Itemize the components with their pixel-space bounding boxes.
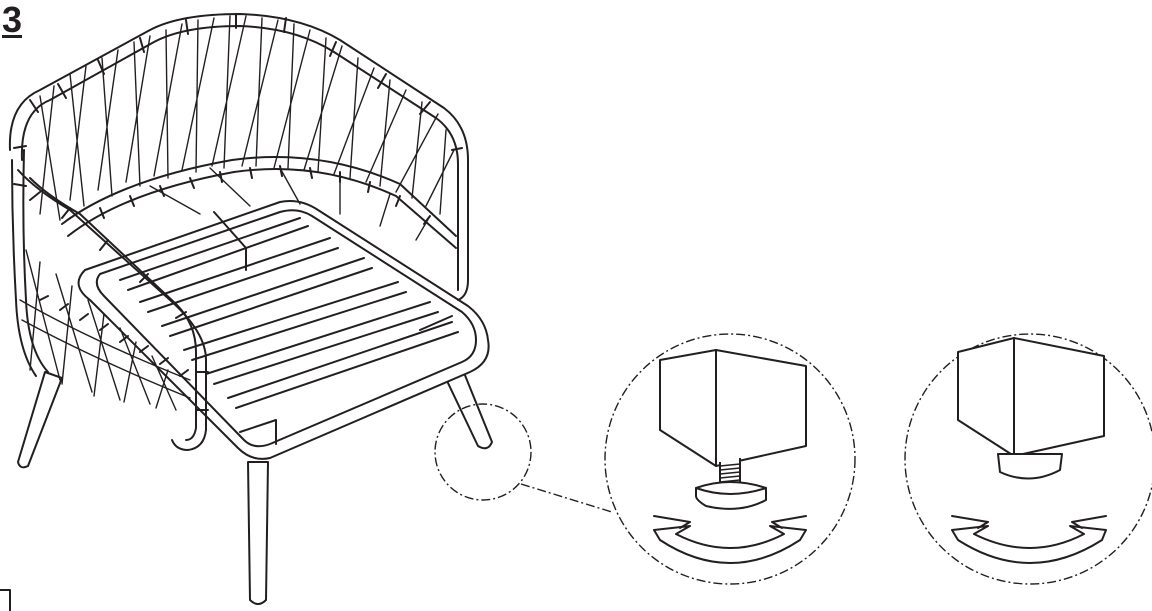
page-corner-mark	[0, 589, 11, 611]
rope-wraps	[13, 13, 463, 411]
detail-callout-link	[434, 403, 613, 513]
adjustable-foot-glide-icon	[659, 349, 807, 510]
step-number: 3	[2, 0, 23, 40]
seated-foot-glide-icon	[957, 337, 1105, 480]
chair-legs	[17, 357, 493, 605]
rope-weave	[19, 15, 455, 411]
chair-illustration	[8, 13, 493, 605]
foot-glide-detail-loose	[604, 333, 856, 585]
seat-slats	[119, 211, 459, 445]
rotation-arrow-icon	[951, 515, 1107, 564]
foot-glide-detail-tight	[904, 333, 1152, 585]
rotation-arrow-icon	[653, 515, 807, 564]
